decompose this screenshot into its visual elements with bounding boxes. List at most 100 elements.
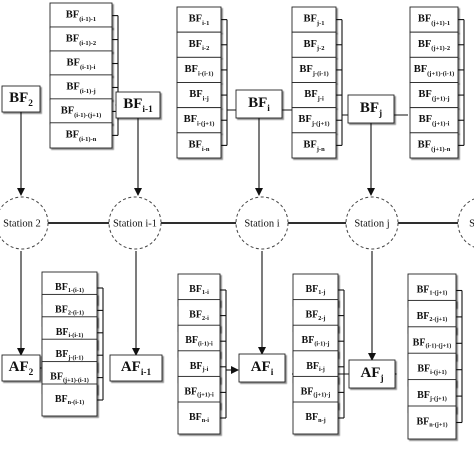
top-sn-item-2-label: BF(j+1)-(i-1) [414, 64, 455, 76]
top-s2-item-0-box [49, 2, 113, 29]
top-sn-item-0-box [409, 6, 459, 33]
top-sj-item-1-label: BFj-2 [303, 39, 324, 51]
bottom-hub-sj: AFj [348, 359, 396, 389]
bottom-s2-item-1-label: BF2-(i-1) [55, 305, 84, 317]
top-s2-item-3-label: BF(i-1)-j [66, 82, 95, 94]
top-s2-item-0: BF(i-1)-1 [49, 2, 113, 29]
top-si-item-1-label: BFi-2 [189, 39, 210, 51]
top-si-item-4-label: BFi-(j+1) [184, 115, 215, 127]
top-sj-item-1-box [291, 31, 337, 58]
bottom-sn-item-3-label: BFi-(j+1) [417, 364, 446, 376]
bottom-sn-item-5-label: BFn-(j+1) [416, 417, 447, 429]
bottom-hub-si1-label: AFi-1 [121, 359, 152, 378]
top-si-item-4-box [176, 107, 222, 134]
bottom-hub-s2-box [1, 354, 41, 382]
top-sn-item-2: BF(j+1)-(i-1) [409, 56, 459, 83]
top-sn-item-4-box [409, 107, 459, 134]
station-s2: Station 2 [0, 196, 49, 250]
top-s2-item-3: BF(i-1)-j [49, 74, 113, 101]
bottom-si-item-5-box [177, 401, 221, 435]
bottom-si-item-5-label: BFn-i [189, 412, 209, 424]
top-sn-item-1-box [409, 31, 459, 58]
station-label: Station i-1 [113, 218, 157, 229]
top-hub-s2: BF2 [1, 85, 41, 113]
bottom-sj-item-2-label: BF(i-1)-j [302, 335, 330, 347]
top-sn-item-0-label: BF(j+1)-1 [418, 14, 450, 26]
station-label: Station 2 [3, 218, 41, 229]
top-si-item-2-label: BFi-(i-1) [185, 64, 214, 76]
top-si-item-5: BFi-n [176, 132, 222, 159]
top-si-item-3-box [176, 82, 222, 109]
top-si-item-3-label: BFi-j [189, 89, 209, 101]
top-sn-item-0: BF(j+1)-1 [409, 6, 459, 33]
top-s2-item-0-label: BF(i-1)-1 [66, 10, 96, 22]
bottom-s2-item-5-box [41, 383, 98, 417]
top-si-item-5-box [176, 132, 222, 159]
top-hub-si: BFi [235, 89, 283, 119]
top-sj-item-2-label: BFj-(i-1) [299, 64, 328, 76]
top-sj-item-3-label: BFj-i [304, 89, 324, 101]
top-si-item-1: BFi-2 [176, 31, 222, 58]
top-hub-s2-box [1, 85, 41, 113]
top-sj-item-5: BFj-n [291, 132, 337, 159]
top-sn-item-5-label: BF(j+1)-n [418, 140, 451, 152]
bottom-sj-item-4-label: BF(j+1)-j [301, 387, 331, 399]
top-hub-s2-label: BF2 [9, 90, 33, 109]
bottom-sj-item-5-box [292, 401, 339, 435]
station-circle [345, 196, 399, 250]
top-sn-item-3-box [409, 82, 459, 109]
bottom-hub-sj-box [348, 359, 396, 389]
station-circle [235, 196, 289, 250]
station-sj: Station j [345, 196, 399, 250]
top-s2-item-4-label: BF(i-1)-(j+1) [61, 106, 102, 118]
bottom-si-item-1-label: BF2-i [189, 310, 209, 322]
top-sn-item-5: BF(j+1)-n [409, 132, 459, 159]
top-si-item-0: BFi-1 [176, 6, 222, 33]
top-sj-item-3: BFj-i [291, 82, 337, 109]
top-hub-si-label: BFi [248, 95, 270, 114]
top-s2-item-2-label: BF(i-1)-i [67, 58, 96, 70]
bottom-s2-item-5: BFn-(i-1) [41, 383, 98, 417]
top-si-item-0-label: BFi-1 [189, 14, 210, 26]
bottom-si-item-5: BFn-i [177, 401, 221, 435]
top-sj-item-5-label: BFj-n [303, 140, 325, 152]
bottom-sn-item-1-label: BF2-(j+1) [417, 311, 448, 323]
station-circle [457, 198, 474, 248]
top-sn-item-2-box [409, 56, 459, 83]
bottom-sj-item-1-label: BF2-j [306, 310, 326, 322]
top-sj-item-2: BFj-(i-1) [291, 56, 337, 83]
bottom-sn-item-4-label: BFj-(j+1) [417, 390, 447, 402]
top-hub-sj-box [347, 94, 395, 124]
top-hub-si-box [235, 89, 283, 119]
bottom-s2-item-2-label: BFi-(i-1) [56, 327, 84, 339]
bottom-s2-item-3-label: BFj-(i-1) [56, 349, 84, 361]
top-hub-si1-label: BFi-1 [123, 96, 153, 115]
bottom-s2-item-4-label: BF(j+1)-(i-1) [50, 372, 89, 384]
bottom-hub-s2-label: AF2 [9, 359, 34, 378]
top-si-item-3: BFi-j [176, 82, 222, 109]
top-hub-si1: BFi-1 [115, 91, 161, 119]
bottom-hub-si-box [238, 353, 286, 383]
station-circle [108, 196, 162, 250]
top-sj-item-3-box [291, 82, 337, 109]
bottom-si-item-4-label: BF(j+1)-i [184, 387, 214, 399]
top-s2-item-1-label: BF(i-1)-2 [66, 34, 96, 46]
bottom-sj-item-5: BFn-j [292, 401, 339, 435]
bottom-sj-item-0-label: BF1-j [306, 284, 326, 296]
top-sj-item-0-box [291, 6, 337, 33]
bottom-hub-s2: AF2 [1, 354, 41, 382]
station-circle [0, 196, 49, 250]
top-si-item-0-box [176, 6, 222, 33]
top-si-item-4: BFi-(j+1) [176, 107, 222, 134]
top-sn-item-3-label: BF(j+1)-j [418, 89, 449, 101]
bottom-hub-si-label: AFi [251, 359, 274, 378]
top-sj-item-4-box [291, 107, 337, 134]
bottom-sn-item-5: BFn-(j+1) [407, 405, 457, 440]
top-si-item-2: BFi-(i-1) [176, 56, 222, 83]
top-sj-item-5-box [291, 132, 337, 159]
bottom-si-item-0-label: BF1-i [189, 284, 209, 296]
top-sn-item-4-label: BF(j+1)-i [419, 115, 450, 127]
bottom-si-item-3-label: BFj-i [190, 361, 209, 373]
bottom-s2-item-0-label: BF1-(i-1) [55, 282, 84, 294]
